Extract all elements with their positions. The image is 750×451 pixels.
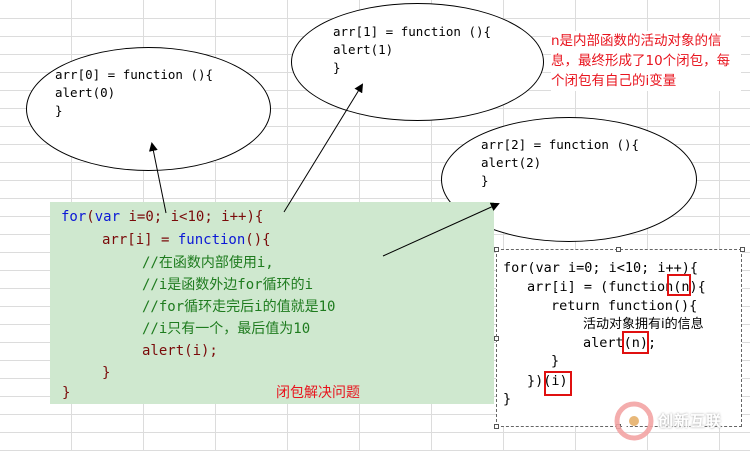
closure-fix-code-box[interactable] bbox=[496, 249, 742, 427]
ellipse-0-line-3: } bbox=[55, 103, 63, 118]
ellipse-2-line-2: alert(2) bbox=[481, 155, 542, 170]
keyword-for: for bbox=[61, 209, 87, 225]
fix-line-2: arr[i] = (function(n){ bbox=[527, 279, 706, 295]
fix-line-1: for(var i=0; i<10; i++){ bbox=[503, 260, 699, 276]
assign-rhs: (){ bbox=[245, 232, 271, 248]
code-comment-2: //i是函数外边for循环的i bbox=[142, 277, 314, 293]
closure-ellipse-0 bbox=[26, 47, 271, 171]
code-comment-1: //在函数内部使用i, bbox=[142, 255, 274, 271]
code-line-assign: arr[i] = function(){ bbox=[102, 229, 271, 251]
closure-explanation-note: n是内部函数的活动对象的信息，最终形成了10个闭包，每个闭包有自己的i变量 bbox=[551, 31, 741, 91]
resize-handle-top-mid[interactable] bbox=[616, 247, 621, 252]
code-comment-3: //for循环走完后i的值就是10 bbox=[142, 299, 336, 315]
ellipse-0-line-2: alert(0) bbox=[55, 85, 116, 100]
brand-swirl-icon bbox=[614, 401, 654, 441]
assign-lhs: arr[i] = bbox=[102, 232, 178, 248]
paren-open: ( bbox=[86, 209, 95, 225]
fix-line-3: return function(){ bbox=[551, 298, 698, 314]
resize-handle-bottom-left[interactable] bbox=[494, 424, 499, 429]
fix-line-8: } bbox=[503, 391, 512, 407]
keyword-var: var bbox=[94, 209, 121, 225]
fix-line-4: 活动对象拥有i的信息 bbox=[583, 317, 704, 332]
keyword-function: function bbox=[177, 232, 246, 248]
closure-fix-label: 闭包解决问题 bbox=[276, 385, 360, 401]
ellipse-1-line-3: } bbox=[333, 60, 341, 75]
ellipse-1-line-1: arr[1] = function (){ bbox=[333, 24, 492, 39]
fix-line-5: alert(n); bbox=[583, 335, 657, 351]
resize-handle-top-right[interactable] bbox=[740, 247, 745, 252]
watermark-text: 创新互联 bbox=[658, 412, 723, 430]
ellipse-2-line-1: arr[2] = function (){ bbox=[481, 137, 640, 152]
code-line-for: for(var i=0; i<10; i++){ bbox=[61, 206, 263, 228]
ellipse-0-line-1: arr[0] = function (){ bbox=[55, 67, 214, 82]
loop-condition: i=0; i<10; i++){ bbox=[120, 209, 264, 225]
fix-line-6: } bbox=[551, 353, 560, 369]
highlight-param-n bbox=[667, 274, 691, 296]
code-comment-4: //i只有一个，最后值为10 bbox=[142, 321, 311, 337]
watermark-logo: 创新互联 bbox=[612, 399, 747, 443]
ellipse-1-line-2: alert(1) bbox=[333, 42, 394, 57]
highlight-alert-n bbox=[622, 331, 649, 354]
code-close-outer: } bbox=[62, 385, 71, 401]
resize-handle-mid-left[interactable] bbox=[494, 336, 499, 341]
ellipse-1-code: arr[1] = function (){ alert(1)} bbox=[333, 23, 491, 77]
ellipse-2-code: arr[2] = function (){ alert(2)} bbox=[481, 136, 639, 190]
fix-line-7: })(i) bbox=[527, 373, 568, 389]
code-close-inner: } bbox=[102, 365, 111, 381]
ellipse-2-line-3: } bbox=[481, 173, 489, 188]
code-line-alert: alert(i); bbox=[142, 343, 218, 359]
highlight-arg-i bbox=[544, 371, 572, 396]
resize-handle-top-left[interactable] bbox=[494, 247, 499, 252]
ellipse-0-code: arr[0] = function (){ alert(0)} bbox=[55, 66, 213, 120]
